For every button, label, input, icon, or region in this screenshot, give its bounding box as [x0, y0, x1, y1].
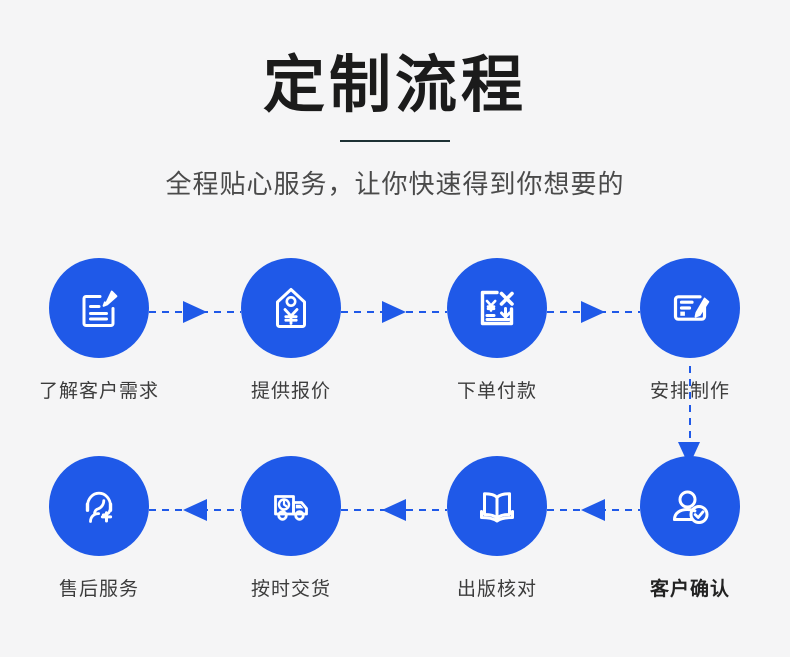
- flow-row-bottom: 售后服务: [0, 456, 790, 654]
- page-title: 定制流程: [262, 48, 527, 121]
- process-step-6[interactable]: 出版核对: [417, 456, 577, 602]
- step-2-label: 提供报价: [250, 380, 331, 402]
- process-step-1[interactable]: 了解客户需求: [19, 258, 179, 404]
- step-7-label: 按时交货: [250, 578, 331, 600]
- arrow-right-step3-step4: [581, 301, 605, 323]
- header: 定制流程 全程贴心服务，让你快速得到你想要的: [0, 0, 790, 202]
- process-flow: 了解客户需求 提供报价: [0, 258, 790, 654]
- page-subtitle: 全程贴心服务，让你快速得到你想要的: [165, 170, 625, 200]
- step-5-circle[interactable]: [640, 456, 740, 556]
- flow-row-top: 了解客户需求 提供报价: [0, 258, 790, 456]
- process-step-8[interactable]: 售后服务: [19, 456, 179, 602]
- headset-person-plus-icon: [73, 480, 125, 532]
- step-1-circle[interactable]: [49, 258, 149, 358]
- step-6-label: 出版核对: [456, 578, 537, 600]
- arrow-left-step5-step6: [581, 499, 605, 521]
- step-3-label: 下单付款: [456, 380, 537, 402]
- step-4-circle[interactable]: [640, 258, 740, 358]
- step-5-label: 客户确认: [649, 578, 730, 600]
- arrow-right-step2-step3: [382, 301, 406, 323]
- title-divider: [340, 140, 450, 142]
- form-pencil-icon: [664, 282, 716, 334]
- arrow-left-step6-step7: [382, 499, 406, 521]
- step-8-circle[interactable]: [49, 456, 149, 556]
- process-step-2[interactable]: 提供报价: [211, 258, 371, 404]
- step-7-circle[interactable]: [241, 456, 341, 556]
- step-2-circle[interactable]: [241, 258, 341, 358]
- arrow-left-step7-step8: [183, 499, 207, 521]
- order-payment-icon: [471, 282, 523, 334]
- step-3-circle[interactable]: [447, 258, 547, 358]
- connector-step4-step5: [689, 366, 691, 511]
- price-tag-yuan-icon: [265, 282, 317, 334]
- step-6-circle[interactable]: [447, 456, 547, 556]
- document-pencil-icon: [73, 282, 125, 334]
- arrow-right-step1-step2: [183, 301, 207, 323]
- process-step-3[interactable]: 下单付款: [417, 258, 577, 404]
- process-step-5[interactable]: 客户确认: [610, 456, 770, 602]
- step-1-label: 了解客户需求: [38, 380, 159, 402]
- open-book-icon: [471, 480, 523, 532]
- step-8-label: 售后服务: [58, 578, 139, 600]
- person-check-icon: [664, 480, 716, 532]
- process-step-7[interactable]: 按时交货: [211, 456, 371, 602]
- delivery-truck-clock-icon: [265, 480, 317, 532]
